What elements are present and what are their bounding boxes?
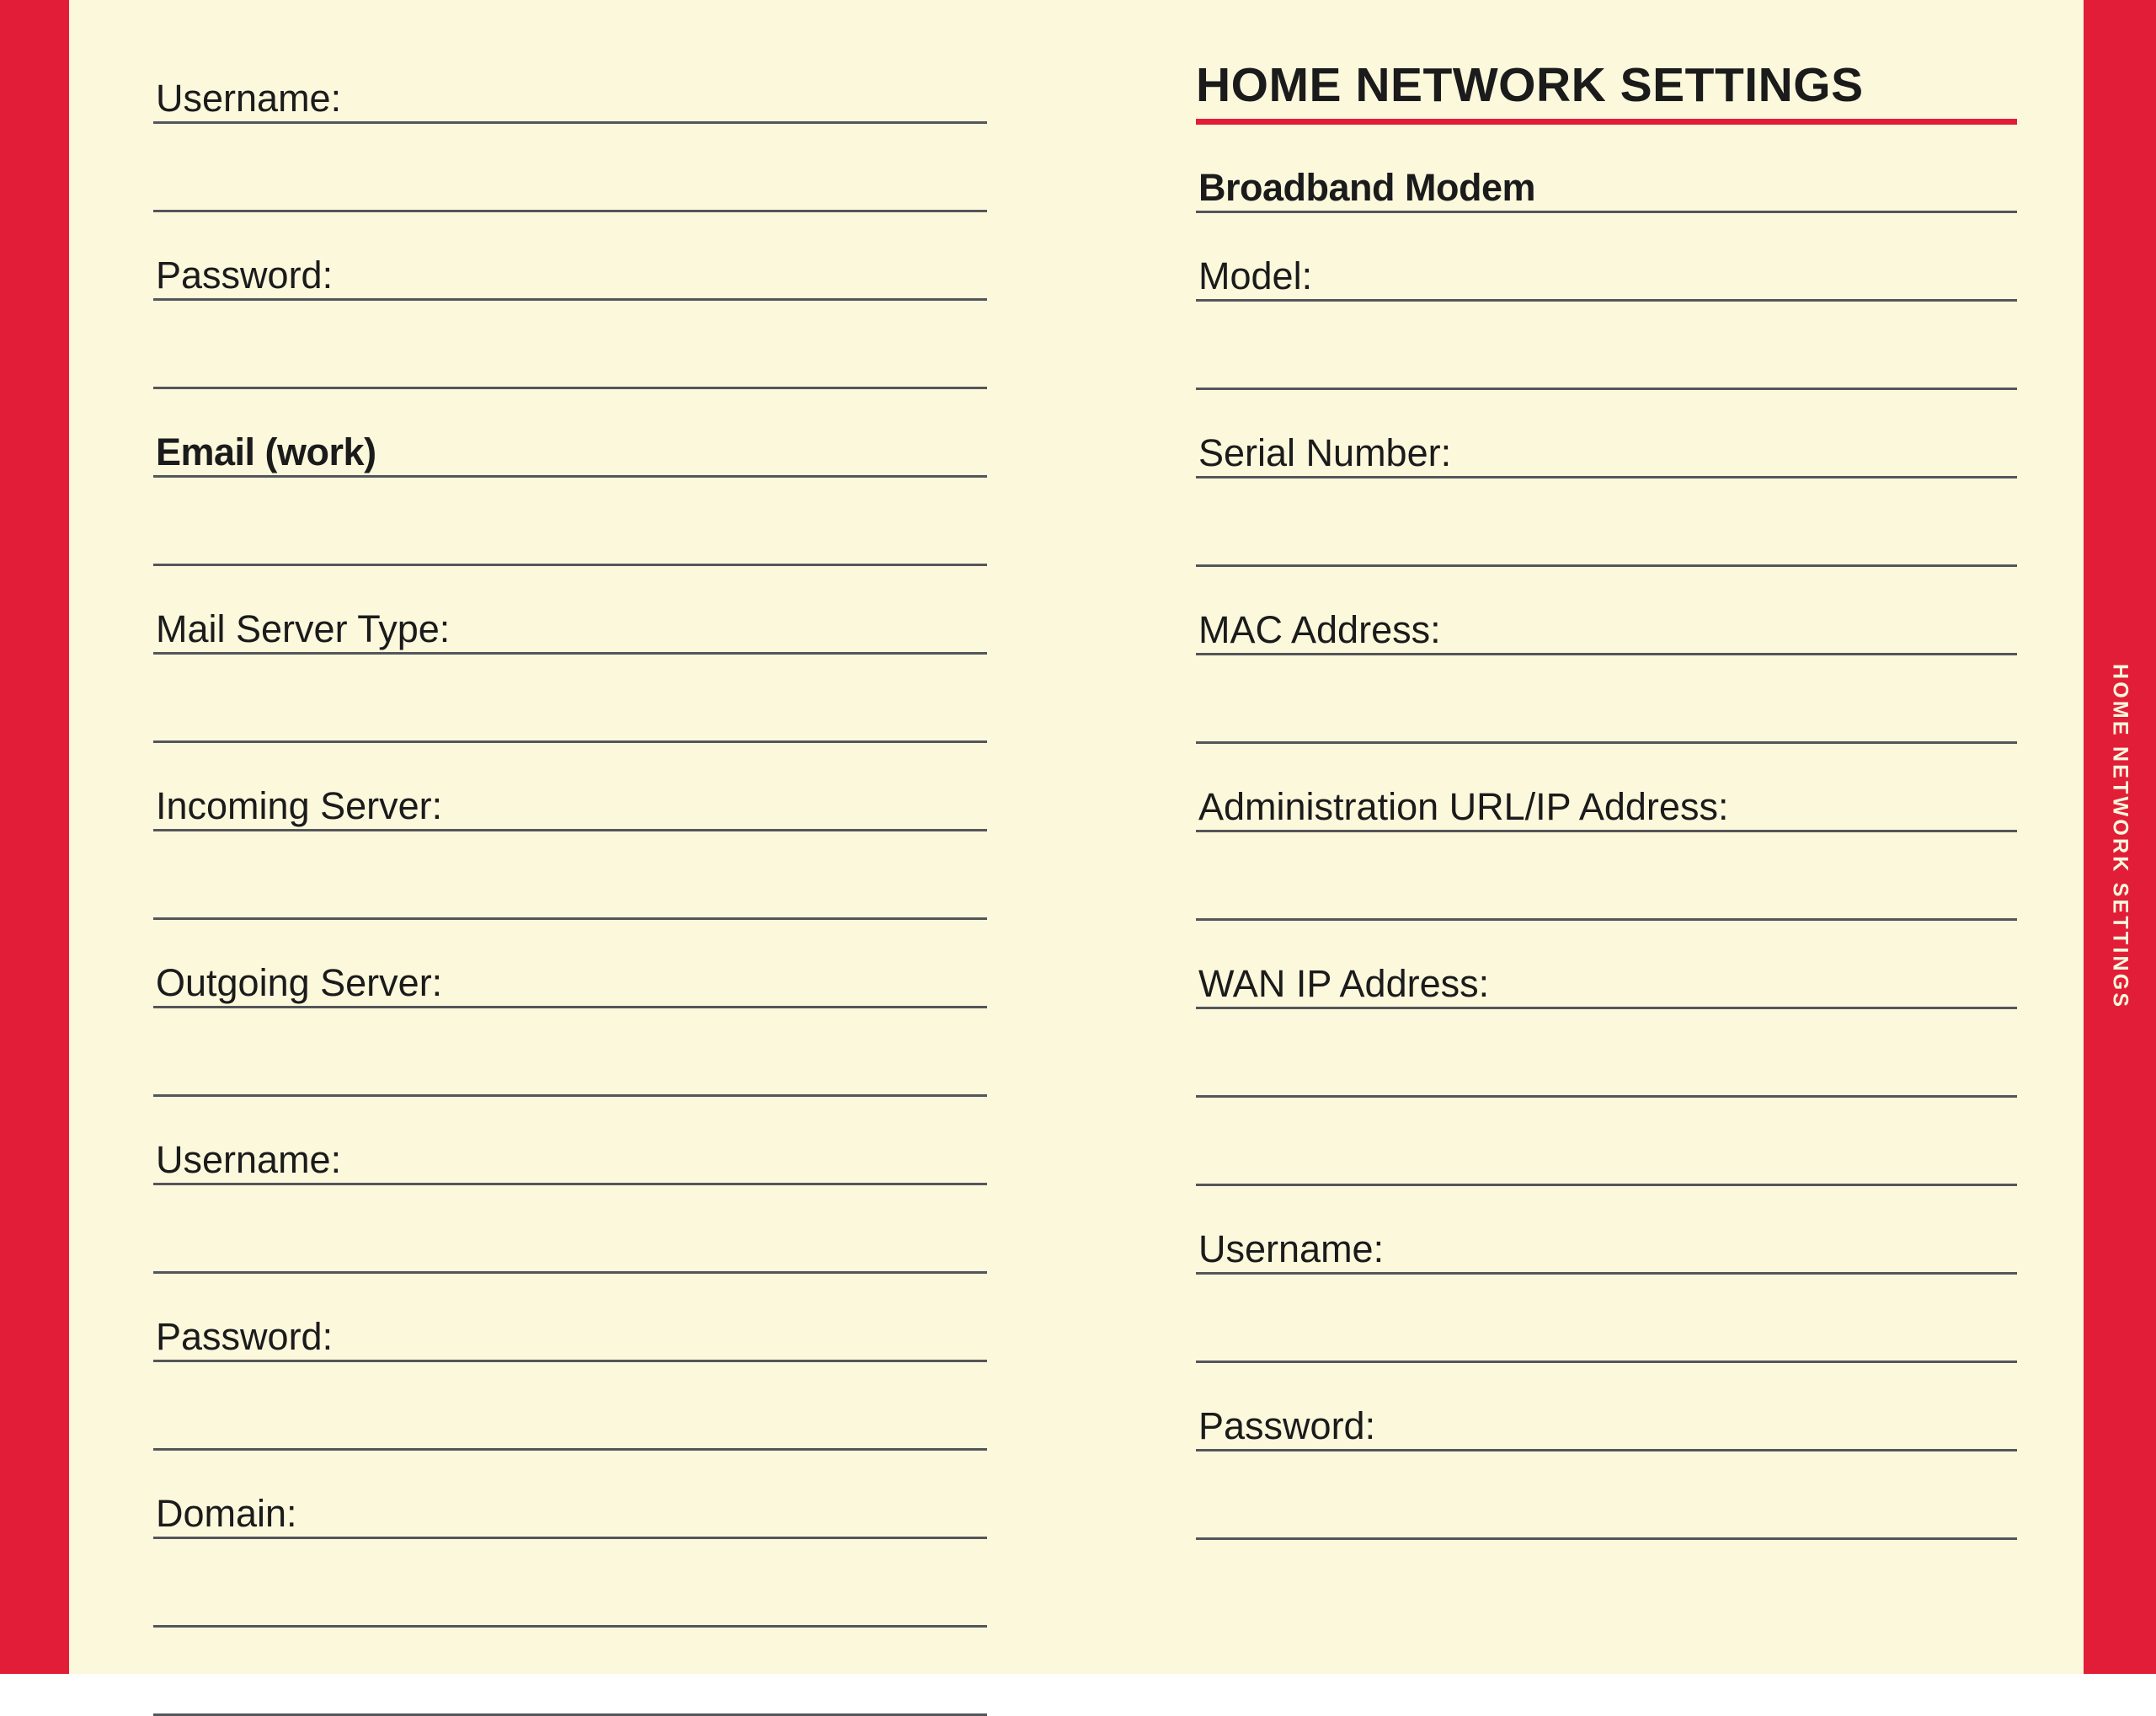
blank-ruled-line[interactable] xyxy=(153,831,987,920)
write-in-rule xyxy=(1196,1095,2017,1098)
form-field[interactable]: Administration URL/IP Address: xyxy=(1196,744,2017,832)
section-heading-text: HOME NETWORK SETTINGS xyxy=(1196,58,1864,112)
form-field[interactable]: Password: xyxy=(153,1274,987,1362)
write-in-rule xyxy=(153,1448,987,1451)
form-field[interactable]: MAC Address: xyxy=(1196,567,2017,655)
write-in-rule xyxy=(1196,653,2017,655)
write-in-rule xyxy=(1196,741,2017,744)
form-field[interactable]: Username: xyxy=(153,1097,987,1185)
write-in-rule xyxy=(1196,918,2017,921)
write-in-rule xyxy=(153,740,987,743)
write-in-rule xyxy=(1196,1272,2017,1275)
write-in-rule xyxy=(153,1006,987,1008)
form-field[interactable]: Password: xyxy=(153,212,987,301)
write-in-rule xyxy=(1196,830,2017,832)
blank-ruled-line[interactable] xyxy=(1196,832,2017,921)
blank-ruled-line[interactable] xyxy=(153,655,987,743)
field-label: Password: xyxy=(1198,1404,1376,1447)
right-column-top-spacer xyxy=(1196,0,2017,24)
section-heading-underline xyxy=(1196,119,2017,125)
form-field[interactable]: Serial Number: xyxy=(1196,390,2017,478)
blank-ruled-line[interactable] xyxy=(153,1008,987,1097)
write-in-rule xyxy=(1196,1361,2017,1363)
right-red-tab-bar xyxy=(2084,0,2156,1674)
blank-ruled-line[interactable] xyxy=(1196,655,2017,744)
write-in-rule xyxy=(153,917,987,920)
blank-ruled-line[interactable] xyxy=(1196,1451,2017,1540)
write-in-rule xyxy=(153,298,987,301)
form-field[interactable]: Username: xyxy=(1196,1186,2017,1275)
field-label: Broadband Modem xyxy=(1198,166,1536,209)
field-label: Username: xyxy=(1198,1227,1385,1270)
form-field[interactable]: Incoming Server: xyxy=(153,743,987,831)
write-in-rule xyxy=(153,1360,987,1362)
write-in-rule xyxy=(153,1271,987,1274)
blank-ruled-line[interactable] xyxy=(1196,1098,2017,1186)
write-in-rule xyxy=(153,475,987,478)
write-in-rule xyxy=(1196,1449,2017,1451)
form-field[interactable]: Username: xyxy=(153,35,987,124)
field-label: Incoming Server: xyxy=(156,784,443,827)
form-field[interactable]: Model: xyxy=(1196,213,2017,302)
field-label: Mail Server Type: xyxy=(156,607,451,650)
write-in-rule xyxy=(153,1183,987,1185)
write-in-rule xyxy=(153,652,987,655)
write-in-rule xyxy=(1196,476,2017,478)
form-field[interactable]: Mail Server Type: xyxy=(153,566,987,655)
left-field-list: Username: Password: Email (work) Mail Serve… xyxy=(153,35,987,1716)
field-label: Username: xyxy=(156,77,342,120)
left-red-margin-bar xyxy=(0,0,69,1674)
form-field[interactable]: Email (work) xyxy=(153,389,987,478)
blank-ruled-line[interactable] xyxy=(1196,302,2017,390)
form-field[interactable]: Domain: xyxy=(153,1451,987,1539)
field-label: Password: xyxy=(156,254,334,297)
write-in-rule xyxy=(153,210,987,212)
write-in-rule xyxy=(1196,211,2017,213)
field-label: Password: xyxy=(156,1315,334,1358)
blank-ruled-line[interactable] xyxy=(153,301,987,389)
field-label: Email (work) xyxy=(156,430,376,473)
write-in-rule xyxy=(153,1537,987,1539)
write-in-rule xyxy=(1196,299,2017,302)
form-field[interactable]: Password: xyxy=(1196,1363,2017,1451)
write-in-rule xyxy=(153,564,987,566)
write-in-rule xyxy=(1196,1007,2017,1009)
blank-ruled-line[interactable] xyxy=(153,1362,987,1451)
write-in-rule xyxy=(153,121,987,124)
blank-ruled-line[interactable] xyxy=(153,478,987,566)
left-column: Username: Password: Email (work) Mail Serve… xyxy=(153,0,987,1716)
write-in-rule xyxy=(153,1625,987,1628)
form-field[interactable]: Outgoing Server: xyxy=(153,920,987,1008)
write-in-rule xyxy=(1196,1184,2017,1186)
blank-ruled-line[interactable] xyxy=(1196,1275,2017,1363)
field-label: Serial Number: xyxy=(1198,431,1452,474)
section-heading: HOME NETWORK SETTINGS xyxy=(1196,24,2017,125)
field-label: MAC Address: xyxy=(1198,608,1441,651)
write-in-rule xyxy=(1196,1537,2017,1540)
blank-ruled-line[interactable] xyxy=(153,1185,987,1274)
right-bar-gap xyxy=(2077,0,2084,1674)
field-label: Outgoing Server: xyxy=(156,961,443,1004)
write-in-rule xyxy=(1196,564,2017,567)
field-label: WAN IP Address: xyxy=(1198,962,1490,1005)
field-label: Administration URL/IP Address: xyxy=(1198,785,1729,828)
write-in-rule xyxy=(153,829,987,831)
blank-ruled-line[interactable] xyxy=(1196,478,2017,567)
blank-ruled-line[interactable] xyxy=(1196,1009,2017,1098)
field-label: Model: xyxy=(1198,254,1313,297)
write-in-rule xyxy=(153,387,987,389)
field-label: Domain: xyxy=(156,1492,297,1535)
write-in-rule xyxy=(1196,388,2017,390)
form-field[interactable]: Broadband Modem xyxy=(1196,125,2017,213)
field-label: Username: xyxy=(156,1138,342,1181)
write-in-rule xyxy=(153,1094,987,1097)
blank-ruled-line[interactable] xyxy=(153,1628,987,1716)
left-column-top-spacer xyxy=(153,0,987,35)
blank-ruled-line[interactable] xyxy=(153,1539,987,1628)
blank-ruled-line[interactable] xyxy=(153,124,987,212)
form-field[interactable]: WAN IP Address: xyxy=(1196,921,2017,1009)
